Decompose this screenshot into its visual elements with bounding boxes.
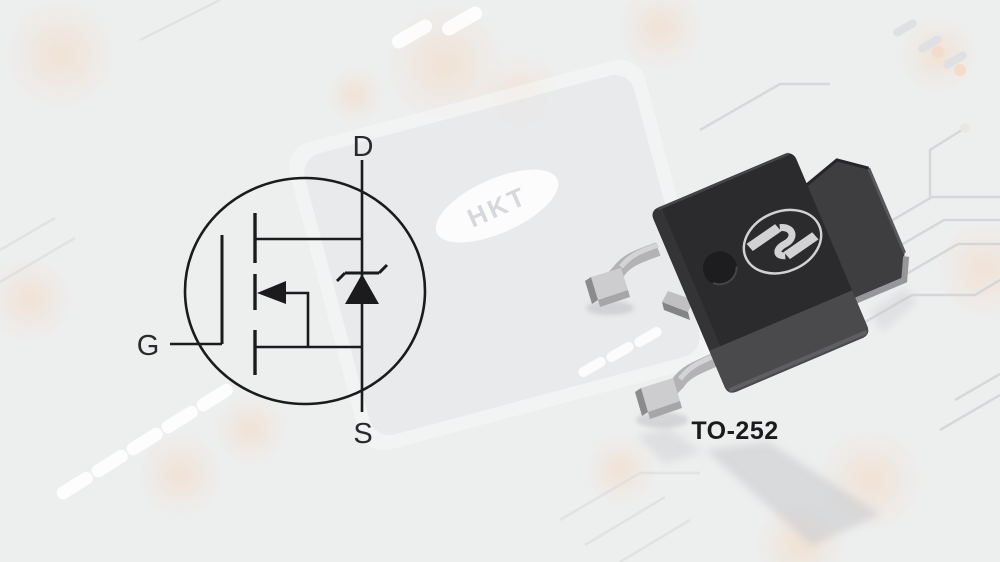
diode-triangle — [345, 274, 379, 304]
hkt-oval — [435, 169, 559, 243]
circuit-traces-misc — [0, 0, 700, 562]
body-arrow-line — [280, 291, 310, 347]
oval-s-monogram-icon — [742, 208, 823, 275]
mosfet-schematic: D G S — [137, 131, 427, 450]
package-body — [652, 152, 869, 393]
symbol-circle — [183, 176, 427, 406]
bottom-bevel — [709, 290, 869, 393]
ghost-pin-streaks — [56, 6, 662, 500]
package-name-label: TO-252 — [691, 417, 779, 445]
cathode-left-tick — [335, 271, 347, 283]
circuit-traces-right — [699, 82, 1000, 432]
drain-label: D — [353, 131, 374, 163]
middle-stub-lead — [662, 291, 694, 320]
ghost-chip: HKT — [288, 59, 716, 451]
upper-lead — [585, 242, 661, 307]
gate-label: G — [137, 330, 160, 362]
source-label: S — [353, 418, 372, 450]
lower-lead — [635, 353, 717, 419]
pin1-dimple — [702, 251, 737, 286]
drain-tab — [803, 158, 910, 305]
package-reflections — [586, 287, 917, 546]
to252-package — [585, 152, 917, 546]
body-arrow-head — [257, 281, 286, 304]
solder-dashes-top-right — [893, 19, 967, 69]
zener-body-diode — [335, 263, 389, 304]
cathode-right-tick — [377, 263, 389, 275]
